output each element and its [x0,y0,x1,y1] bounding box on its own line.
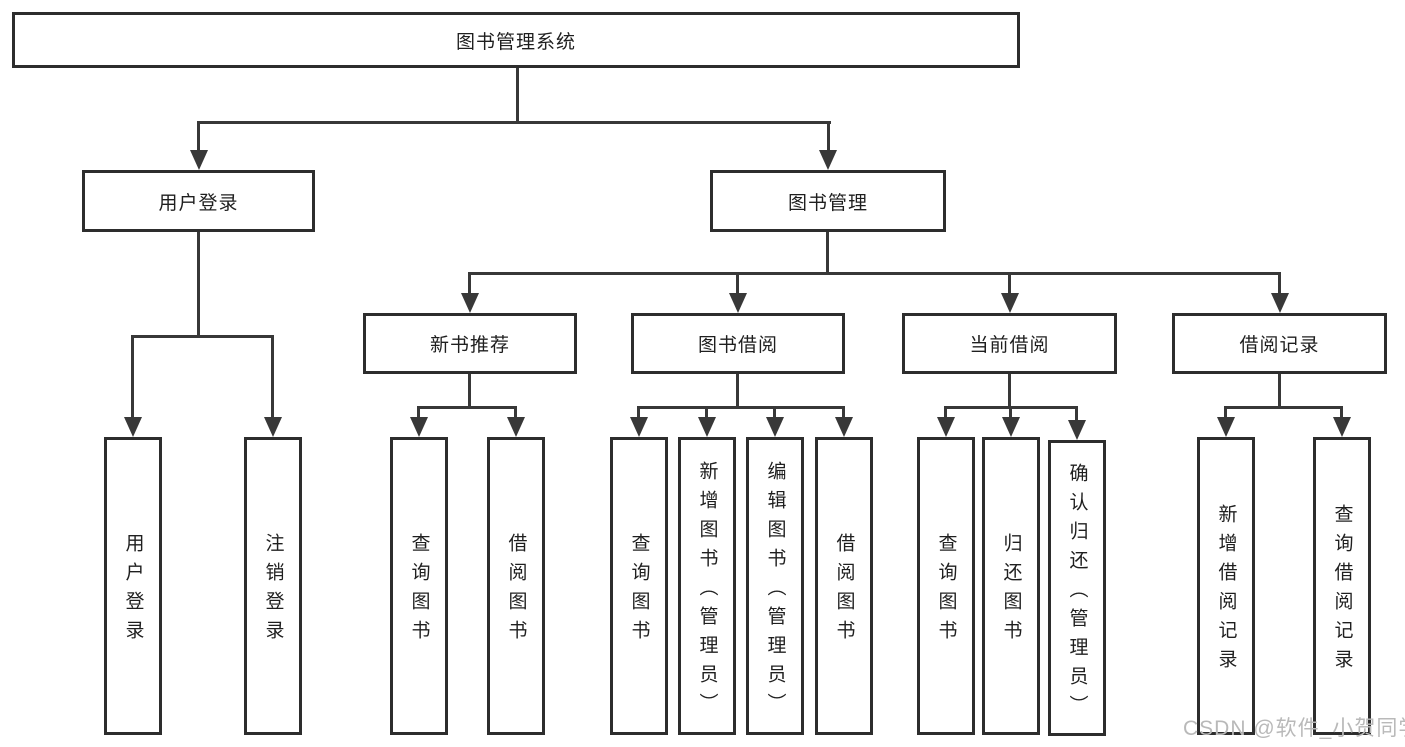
leaf-logout: 注销登录 [244,437,302,735]
arrowhead-down-icon [1333,417,1351,437]
leaf-current-return: 归还图书 [982,437,1040,735]
leaf-newbook-query: 查询图书 [390,437,448,735]
connector-line [736,374,739,406]
arrowhead-down-icon [835,417,853,437]
arrowhead-down-icon [630,417,648,437]
connector-line [1224,406,1343,409]
connector-line [736,272,739,293]
node-book-borrow-label: 图书借阅 [697,335,778,356]
connector-line [1009,406,1012,417]
arrowhead-down-icon [729,293,747,313]
arrowhead-down-icon [1068,420,1086,440]
leaf-borrow-edit: 编辑图书（管理员） [746,437,804,735]
leaf-newbook-borrow-label: 借阅图书 [505,533,527,649]
node-new-book-label: 新书推荐 [429,335,510,356]
node-user-login-label: 用户登录 [158,192,239,214]
arrowhead-down-icon [124,417,142,437]
node-root-label: 图书管理系统 [455,31,576,53]
node-book-management-label: 图书管理 [787,192,868,214]
node-borrow-records: 借阅记录 [1172,313,1387,374]
arrowhead-down-icon [819,150,837,170]
leaf-current-confirm-label: 确认归还（管理员） [1066,462,1088,724]
leaf-user-login: 用户登录 [104,437,162,735]
node-current-borrow: 当前借阅 [902,313,1117,374]
arrowhead-down-icon [507,417,525,437]
connector-line [516,68,519,121]
arrowhead-down-icon [1271,293,1289,313]
leaf-borrow-edit-label: 编辑图书（管理员） [764,460,786,722]
leaf-user-login-label: 用户登录 [122,533,144,649]
connector-line [637,406,640,417]
leaf-records-query-label: 查询借阅记录 [1331,504,1353,678]
connector-line [1008,374,1011,406]
node-book-management: 图书管理 [710,170,946,232]
connector-line [1224,406,1227,417]
connector-line [417,406,420,417]
connector-line [1340,406,1343,417]
connector-line [826,232,829,272]
leaf-current-query-label: 查询图书 [935,533,957,649]
node-current-borrow-label: 当前借阅 [969,335,1050,356]
node-new-book: 新书推荐 [363,313,577,374]
connector-line [1278,272,1281,293]
connector-line [1008,272,1011,293]
connector-line [197,121,200,150]
connector-line [1075,406,1078,420]
watermark-text: CSDN @软件_小贺同学 [1183,717,1405,740]
leaf-current-query: 查询图书 [917,437,975,735]
leaf-logout-label: 注销登录 [262,533,284,649]
node-user-login: 用户登录 [82,170,315,232]
leaf-borrow-query-label: 查询图书 [628,533,650,649]
connector-line [842,406,845,417]
connector-line [131,335,134,417]
connector-line [468,272,471,293]
connector-line [705,406,708,417]
leaf-records-add: 新增借阅记录 [1197,437,1255,735]
leaf-newbook-query-label: 查询图书 [408,533,430,649]
arrowhead-down-icon [937,417,955,437]
connector-line [131,335,274,338]
leaf-newbook-borrow: 借阅图书 [487,437,545,735]
node-borrow-records-label: 借阅记录 [1239,335,1320,356]
arrowhead-down-icon [461,293,479,313]
arrowhead-down-icon [190,150,208,170]
leaf-borrow-query: 查询图书 [610,437,668,735]
leaf-borrow-borrow-label: 借阅图书 [833,533,855,649]
connector-line [468,272,1281,275]
leaf-records-add-label: 新增借阅记录 [1215,504,1237,678]
connector-line [514,406,517,417]
arrowhead-down-icon [1001,293,1019,313]
arrowhead-down-icon [766,417,784,437]
node-root: 图书管理系统 [12,12,1020,68]
arrowhead-down-icon [264,417,282,437]
arrowhead-down-icon [1002,417,1020,437]
connector-line [944,406,947,417]
connector-line [271,335,274,417]
connector-line [468,374,471,406]
connector-line [637,406,845,409]
node-book-borrow: 图书借阅 [631,313,845,374]
connector-line [417,406,517,409]
leaf-current-return-label: 归还图书 [1000,533,1022,649]
connector-line [827,121,830,150]
connector-line [773,406,776,417]
leaf-current-confirm: 确认归还（管理员） [1048,440,1106,736]
leaf-records-query: 查询借阅记录 [1313,437,1371,735]
leaf-borrow-borrow: 借阅图书 [815,437,873,735]
connector-line [197,232,200,335]
arrowhead-down-icon [410,417,428,437]
connector-line [197,121,831,124]
arrowhead-down-icon [1217,417,1235,437]
connector-line [1278,374,1281,406]
leaf-borrow-add-label: 新增图书（管理员） [696,460,718,722]
arrowhead-down-icon [698,417,716,437]
leaf-borrow-add: 新增图书（管理员） [678,437,736,735]
